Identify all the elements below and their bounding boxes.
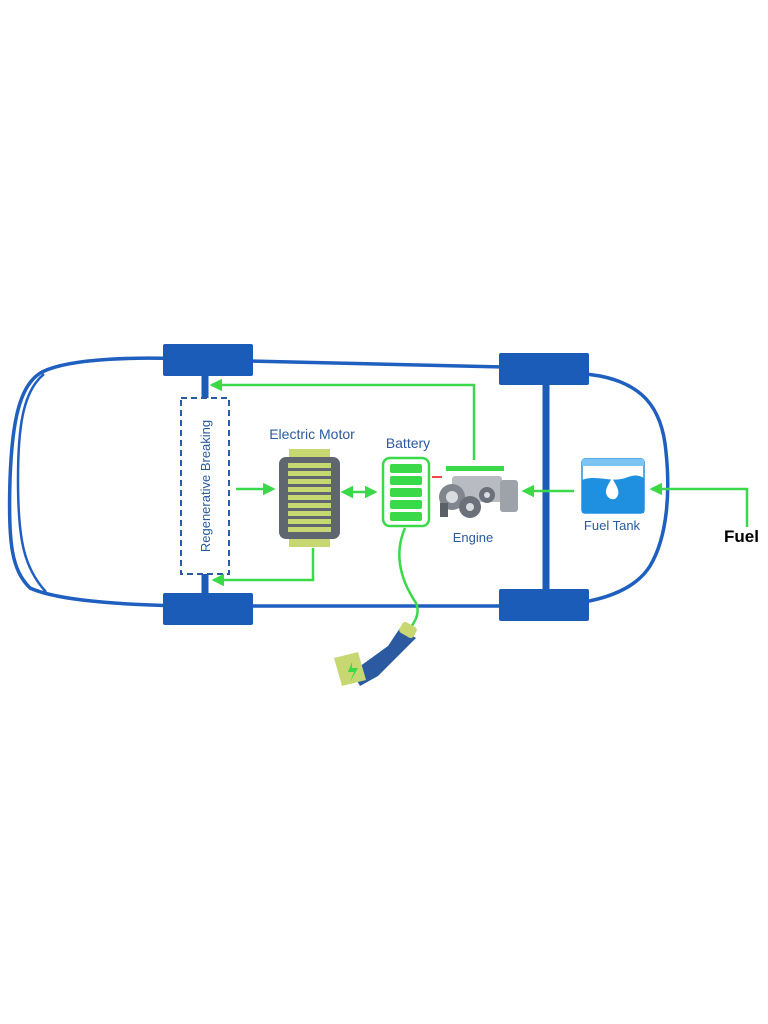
- fuel-tank-label: Fuel Tank: [584, 518, 641, 533]
- charging-cable: [398, 527, 419, 628]
- arrow-engine-to-regen: [209, 378, 476, 460]
- wheel-front-left: [163, 344, 253, 376]
- charging-plug-icon: [334, 621, 417, 686]
- regenerative-braking-box: [180, 397, 230, 575]
- engine-icon: [432, 466, 518, 518]
- fuel-tank-icon: [581, 458, 645, 514]
- car-body-outline: [7, 356, 670, 608]
- regenerative-braking-label: Regenerative Breaking: [198, 420, 213, 552]
- electric-motor-icon: [279, 449, 340, 547]
- wheel-rear-left: [499, 353, 589, 385]
- fuel-label: Fuel: [724, 527, 759, 546]
- engine-label: Engine: [453, 530, 493, 545]
- car-body-inner-line: [16, 373, 47, 593]
- battery-label: Battery: [386, 435, 430, 451]
- wheel-rear-right: [499, 589, 589, 621]
- electric-motor-label: Electric Motor: [269, 426, 355, 442]
- arrow-motor-to-regen: [211, 548, 315, 587]
- arrow-fuel-to-tank: [649, 482, 749, 527]
- battery-icon: [381, 456, 431, 528]
- wheel-front-right: [163, 593, 253, 625]
